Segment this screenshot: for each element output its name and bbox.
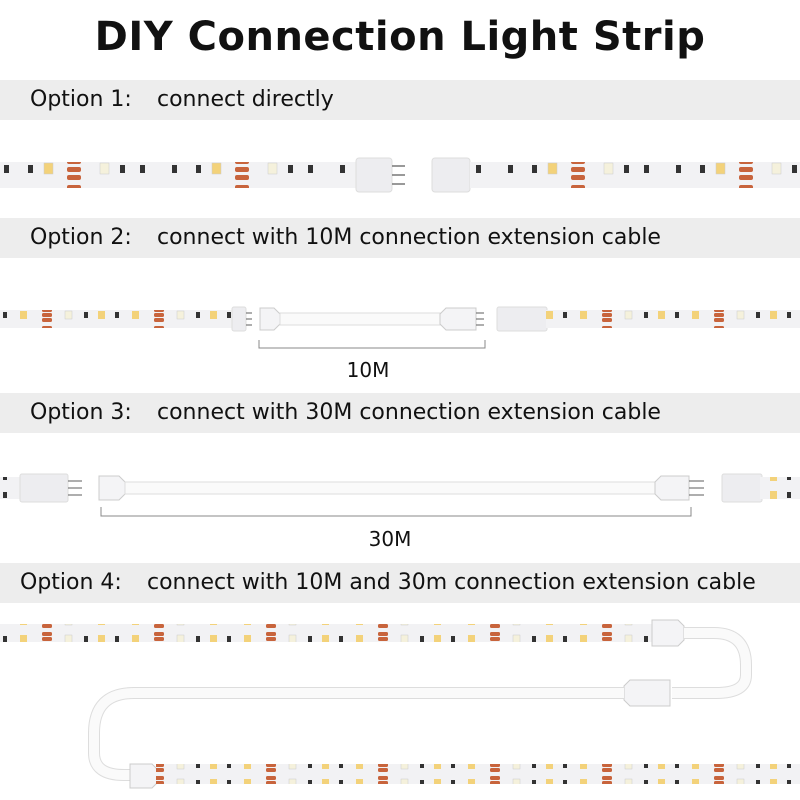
- cable-connector: [98, 475, 126, 501]
- light-strip: [546, 310, 800, 328]
- light-strip: [760, 477, 800, 499]
- connector-pins: [392, 165, 405, 185]
- cable-connector: [439, 307, 477, 331]
- light-strip: [156, 764, 800, 784]
- male-connector: [355, 157, 393, 193]
- option-2-desc: connect with 10M connection extension ca…: [157, 225, 661, 250]
- option-3-band: Option 3: connect with 30M connection ex…: [0, 393, 800, 433]
- length-label-10m: 10M: [346, 358, 390, 382]
- option-2-illustration: [0, 306, 800, 349]
- option-2-label: Option 2:: [30, 225, 132, 250]
- option-4-desc: connect with 10M and 30m connection exte…: [147, 570, 756, 595]
- female-connector: [496, 306, 548, 332]
- option-1-desc: connect directly: [157, 87, 334, 112]
- light-strip: [0, 477, 22, 499]
- cable-connector: [259, 307, 281, 331]
- length-label-30m: 30M: [368, 527, 412, 551]
- extension-cable-30m: [124, 481, 656, 495]
- extension-cable-10m: [279, 312, 441, 326]
- option-3-label: Option 3:: [30, 400, 132, 425]
- option-1-illustration: [0, 157, 800, 193]
- light-strip: [470, 162, 800, 188]
- cable-connector: [129, 763, 159, 789]
- option-2-band: Option 2: connect with 10M connection ex…: [0, 218, 800, 258]
- light-strip: [0, 162, 358, 188]
- female-connector: [721, 473, 763, 503]
- extension-cable-30m: [88, 687, 624, 781]
- cable-connector-pair: [623, 679, 671, 707]
- length-bracket-30m: [100, 507, 692, 517]
- option-4-band: Option 4: connect with 10M and 30m conne…: [0, 563, 800, 603]
- female-connector: [431, 157, 471, 193]
- length-bracket-10m: [258, 340, 486, 349]
- option-1-label: Option 1:: [30, 87, 132, 112]
- male-connector: [19, 473, 69, 503]
- cable-connector: [651, 619, 685, 647]
- option-4-label: Option 4:: [20, 570, 122, 595]
- light-strip: [0, 310, 234, 328]
- cable-connector: [654, 475, 690, 501]
- option-3-desc: connect with 30M connection extension ca…: [157, 400, 661, 425]
- male-connector: [231, 306, 247, 332]
- option-1-band: Option 1: connect directly: [0, 80, 800, 120]
- light-strip: [0, 624, 655, 642]
- option-3-illustration: [0, 473, 800, 517]
- option-4-illustration: [0, 619, 800, 789]
- page-title: DIY Connection Light Strip: [94, 14, 706, 60]
